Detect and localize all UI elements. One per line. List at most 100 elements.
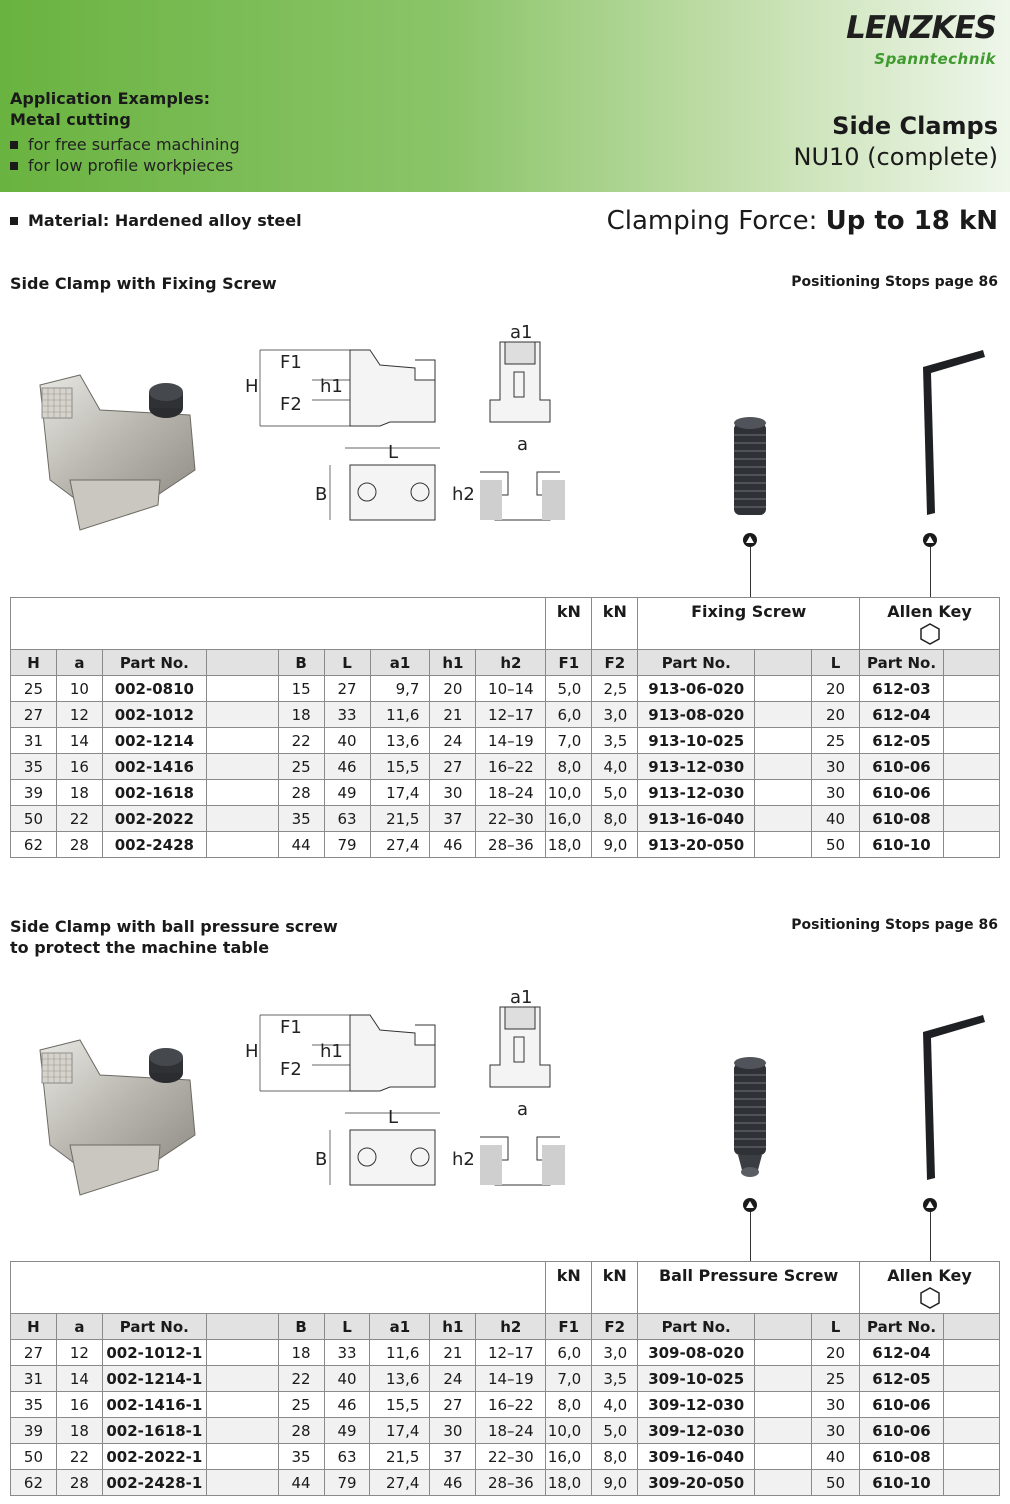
hexagon-icon	[919, 623, 940, 645]
header-banner: LENZKES Spanntechnik Application Example…	[0, 0, 1010, 192]
cell-screw: 913-20-050	[637, 831, 756, 858]
svg-text:F1: F1	[280, 1017, 302, 1038]
cell-key: 610-06	[859, 1417, 944, 1444]
cell-L: 40	[323, 1365, 371, 1392]
cell-sL: 20	[811, 1339, 861, 1366]
cell-a: 28	[55, 831, 103, 858]
spec-table-2: kN kN Ball Pressure Screw Allen Key H a …	[9, 1261, 1000, 1496]
cell-F1: 16,0	[545, 1443, 593, 1470]
cell-a1: 21,5	[369, 805, 431, 832]
technical-drawing-1: F1 F2 H h1 a1 L B a h2	[245, 322, 565, 521]
cell-a: 28	[55, 1469, 103, 1496]
cell-F1: 7,0	[545, 1365, 593, 1392]
cell-key: 612-05	[859, 727, 944, 754]
cell-sL: 30	[811, 1417, 861, 1444]
cell-h1: 30	[429, 779, 477, 806]
cell-L: 49	[323, 779, 371, 806]
cell-L: 46	[323, 753, 371, 780]
list-item: for free surface machining	[10, 134, 240, 155]
cell-screw: 913-10-025	[637, 727, 756, 754]
ball-pressure-screw-photo	[734, 1057, 766, 1177]
cell-H: 62	[10, 831, 57, 858]
cell-H: 35	[10, 753, 57, 780]
cell-a1: 9,7	[369, 675, 431, 702]
cell-L: 33	[323, 1339, 371, 1366]
cell-a1: 15,5	[369, 753, 431, 780]
cell-L: 33	[323, 701, 371, 728]
cell-H: 39	[10, 779, 57, 806]
cell-a: 10	[55, 675, 103, 702]
cell-sL: 25	[811, 727, 861, 754]
cell-h1: 24	[429, 727, 477, 754]
cell-H: 50	[10, 805, 57, 832]
cell-h2: 16–22	[475, 753, 547, 780]
cell-a1: 27,4	[369, 1469, 431, 1496]
cell-h2: 28–36	[475, 831, 547, 858]
cell-screw: 913-12-030	[637, 753, 756, 780]
cell-part: 002-2022-1	[101, 1443, 207, 1470]
cell-a: 16	[55, 753, 103, 780]
cell-a: 14	[55, 727, 103, 754]
key-pointer-line	[930, 1205, 931, 1261]
cell-h2: 18–24	[475, 779, 547, 806]
allen-key-photo	[923, 1015, 985, 1180]
svg-text:F2: F2	[280, 1059, 302, 1080]
triangle-marker-icon	[743, 1198, 757, 1212]
ball-pressure-screw-header: Ball Pressure Screw	[637, 1261, 861, 1314]
svg-text:H: H	[245, 376, 259, 397]
cell-sL: 30	[811, 753, 861, 780]
svg-text:H: H	[245, 1041, 259, 1062]
cell-F1: 5,0	[545, 675, 593, 702]
technical-drawing-2: F1 F2 H h1 a1 L B a h2	[245, 987, 565, 1186]
triangle-marker-icon	[743, 533, 757, 547]
cell-F2: 3,5	[591, 1365, 639, 1392]
cell-sL: 30	[811, 1391, 861, 1418]
application-list: for free surface machining for low profi…	[10, 134, 240, 176]
cell-H: 31	[10, 1365, 57, 1392]
cell-F2: 8,0	[591, 1443, 639, 1470]
svg-text:h1: h1	[320, 376, 343, 397]
cell-F1: 18,0	[545, 831, 593, 858]
svg-text:B: B	[315, 1149, 327, 1170]
cell-H: 27	[10, 701, 57, 728]
cell-F1: 6,0	[545, 1339, 593, 1366]
cell-part: 002-1012	[101, 701, 207, 728]
svg-text:L: L	[388, 442, 398, 463]
triangle-marker-icon	[923, 533, 937, 547]
cell-B: 35	[277, 805, 325, 832]
cell-h2: 22–30	[475, 805, 547, 832]
svg-text:a1: a1	[510, 322, 532, 343]
cell-part: 002-2428-1	[101, 1469, 207, 1496]
cell-part: 002-2022	[101, 805, 207, 832]
cell-F2: 9,0	[591, 1469, 639, 1496]
cell-B: 28	[277, 1417, 325, 1444]
cell-F2: 3,0	[591, 701, 639, 728]
cell-key: 610-06	[859, 1391, 944, 1418]
cell-L: 63	[323, 805, 371, 832]
cell-screw: 309-20-050	[637, 1469, 756, 1496]
cell-L: 49	[323, 1417, 371, 1444]
cell-screw: 913-12-030	[637, 779, 756, 806]
svg-text:L: L	[388, 1107, 398, 1128]
cell-L: 27	[323, 675, 371, 702]
cell-B: 18	[277, 1339, 325, 1366]
cell-h1: 21	[429, 701, 477, 728]
cell-a1: 11,6	[369, 1339, 431, 1366]
key-pointer-line	[930, 540, 931, 597]
cell-h1: 24	[429, 1365, 477, 1392]
cell-part: 002-0810	[101, 675, 207, 702]
hexagon-icon	[919, 1287, 940, 1309]
section2-ref: Positioning Stops page 86	[791, 917, 998, 933]
cell-a: 16	[55, 1391, 103, 1418]
screw-pointer-line	[750, 1205, 751, 1261]
cell-H: 25	[10, 675, 57, 702]
cell-F2: 3,5	[591, 727, 639, 754]
